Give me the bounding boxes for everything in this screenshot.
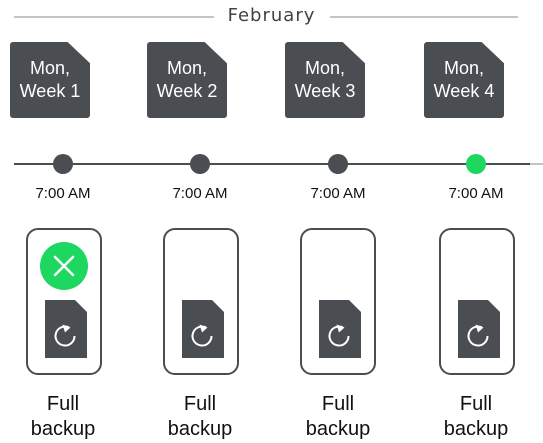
backup-restore-file-icon [319, 300, 361, 358]
week-tag-day: Mon, [29, 58, 70, 78]
month-divider-right [330, 16, 518, 18]
caption-line: backup [443, 418, 509, 440]
week-tag-week: Week 1 [19, 81, 81, 101]
week-tag-week: Week 3 [294, 81, 356, 101]
backup-card-4[interactable] [439, 228, 515, 375]
time-label-3: 7:00 AM [310, 185, 366, 202]
week-tag-day: Mon, [443, 58, 484, 78]
timeline-dot-3[interactable] [328, 154, 348, 174]
caption-line: Full [183, 393, 217, 415]
close-x-icon[interactable] [40, 242, 88, 290]
week-tag-week: Week 4 [433, 81, 495, 101]
backup-restore-file-icon [182, 300, 224, 358]
backup-caption-3: Full backup [283, 392, 393, 442]
week-tag-4: Mon, Week 4 [424, 42, 504, 118]
timeline-dot-1[interactable] [53, 154, 73, 174]
backup-caption-2: Full backup [145, 392, 255, 442]
backup-card-3[interactable] [300, 228, 376, 375]
month-title: February [227, 5, 316, 26]
week-tag-3: Mon, Week 3 [285, 42, 365, 118]
month-divider-left [14, 16, 214, 18]
week-tag-2: Mon, Week 2 [147, 42, 227, 118]
timeline-dot-4-active[interactable] [466, 154, 486, 174]
caption-line: backup [30, 418, 96, 440]
backup-caption-1: Full backup [8, 392, 118, 442]
backup-restore-file-icon [45, 300, 87, 358]
caption-line: backup [167, 418, 233, 440]
time-label-1: 7:00 AM [35, 185, 91, 202]
caption-line: Full [321, 393, 355, 415]
backup-card-1[interactable] [26, 228, 102, 375]
backup-restore-file-icon [458, 300, 500, 358]
timeline-dot-2[interactable] [190, 154, 210, 174]
week-tag-day: Mon, [304, 58, 345, 78]
time-label-2: 7:00 AM [172, 185, 228, 202]
week-tag-1: Mon, Week 1 [10, 42, 90, 118]
week-tag-week: Week 2 [156, 81, 218, 101]
timeline-line [14, 163, 530, 165]
timeline-tail [530, 163, 543, 165]
caption-line: Full [459, 393, 493, 415]
caption-line: Full [46, 393, 80, 415]
time-label-4: 7:00 AM [448, 185, 504, 202]
week-tag-day: Mon, [166, 58, 207, 78]
backup-caption-4: Full backup [421, 392, 531, 442]
backup-card-2[interactable] [163, 228, 239, 375]
caption-line: backup [305, 418, 371, 440]
